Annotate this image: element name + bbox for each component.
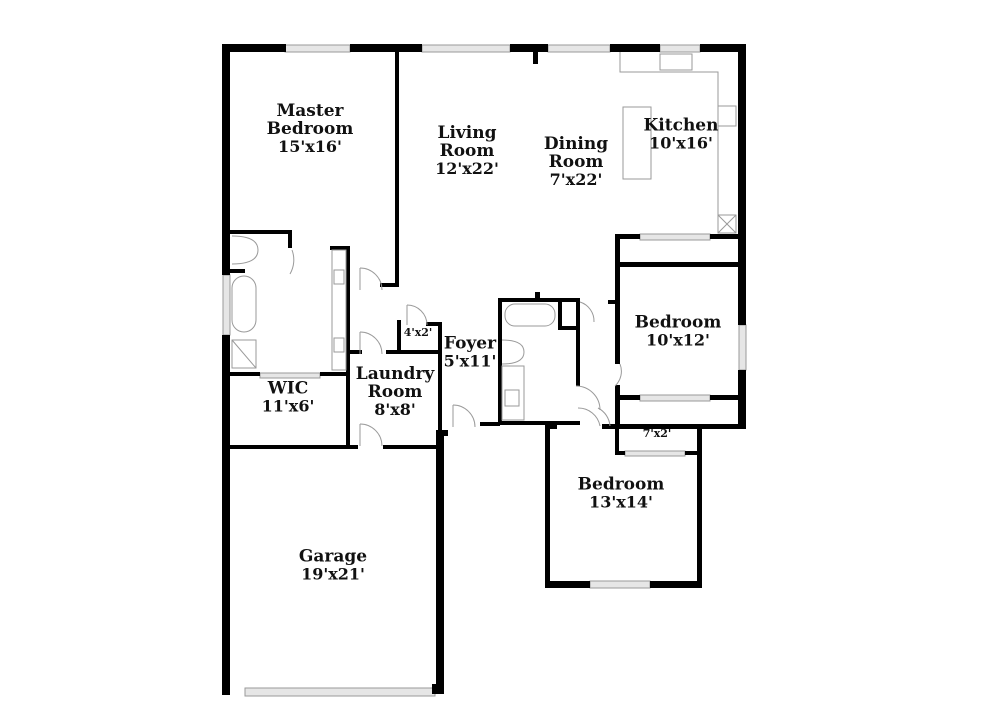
room-closet-bedroom: 7'x2': [643, 428, 672, 440]
room-name: Foyer: [443, 333, 497, 354]
room-name: Kitchen: [643, 115, 719, 136]
room-wic: WIC 11'x6': [261, 378, 315, 416]
room-foyer: Foyer 5'x11': [443, 333, 497, 371]
room-name: Bedroom: [634, 312, 722, 333]
room-closet-small: 4'x2': [404, 327, 433, 339]
room-name: Garage: [298, 546, 368, 567]
room-living-room: Living Room 12'x22': [435, 122, 499, 178]
room-name: Bedroom: [266, 118, 354, 139]
room-dimensions: 7'x22': [549, 169, 603, 189]
room-kitchen: Kitchen 10'x16': [643, 115, 719, 153]
room-dimensions: 13'x14': [589, 492, 653, 512]
room-dimensions: 5'x11': [443, 351, 497, 371]
room-name: Master: [276, 100, 344, 121]
room-laundry-room: Laundry Room 8'x8': [355, 363, 435, 419]
room-dimensions: 11'x6': [261, 396, 315, 416]
room-garage: Garage 19'x21': [298, 546, 368, 584]
room-name: Laundry: [355, 363, 435, 384]
room-bedroom-3: Bedroom 13'x14': [577, 474, 665, 512]
room-dimensions: 12'x22': [435, 158, 499, 178]
room-name: Room: [367, 381, 423, 402]
room-bedroom-2: Bedroom 10'x12': [634, 312, 722, 350]
room-name: Dining: [543, 133, 609, 154]
room-dimensions: 19'x21': [301, 564, 365, 584]
room-dimensions: 10'x16': [649, 133, 713, 153]
room-name: Living: [437, 122, 497, 143]
room-dining-room: Dining Room 7'x22': [543, 133, 609, 189]
fixtures: [231, 52, 737, 447]
room-dimensions: 7'x2': [642, 427, 672, 441]
room-dimensions: 10'x12': [646, 330, 710, 350]
room-dimensions: 8'x8': [374, 399, 416, 419]
room-name: WIC: [267, 378, 309, 399]
room-dimensions: 4'x2': [403, 326, 433, 340]
walls: [222, 44, 746, 695]
room-dimensions: 15'x16': [278, 136, 342, 156]
room-name: Room: [548, 151, 604, 172]
room-name: Bedroom: [577, 474, 665, 495]
room-name: Room: [439, 140, 495, 161]
room-master-bedroom: Master Bedroom 15'x16': [266, 100, 354, 156]
